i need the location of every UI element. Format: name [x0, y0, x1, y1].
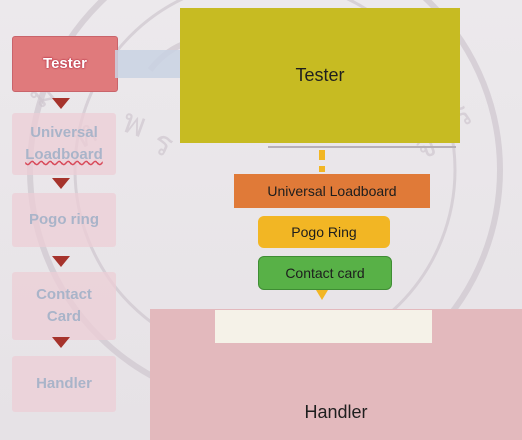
left-arrow-1: [52, 98, 70, 109]
left-step-tester-label: Tester: [43, 53, 87, 75]
pogo-ring-label: Pogo Ring: [291, 224, 356, 240]
dash-segment-1: [319, 150, 325, 160]
contact-card-bar: Contact card: [258, 256, 392, 290]
left-step-universal-loadboard: Universal Loadboard: [12, 113, 116, 175]
down-arrow-icon: [316, 290, 328, 300]
tester-connector: [115, 50, 180, 78]
left-step-tester: Tester: [12, 36, 118, 92]
left-step-loadboard-line2: Loadboard: [25, 144, 103, 166]
tester-block: Tester: [180, 8, 460, 143]
pogo-ring-bar: Pogo Ring: [258, 216, 390, 248]
left-step-pogo-ring: Pogo ring: [12, 193, 116, 247]
left-arrow-4: [52, 337, 70, 348]
contact-card-label: Contact card: [285, 265, 364, 281]
tester-shadow: [268, 146, 456, 148]
left-step-handler-label: Handler: [36, 373, 92, 395]
universal-loadboard-bar: Universal Loadboard: [234, 174, 430, 208]
handler-socket-area: [215, 310, 432, 343]
left-step-contact-line1: Contact: [36, 284, 92, 306]
left-arrow-3: [52, 256, 70, 267]
handler-block-label: Handler: [150, 402, 522, 423]
left-step-pogo-label: Pogo ring: [29, 209, 99, 231]
left-arrow-2: [52, 178, 70, 189]
left-step-contact-card: Contact Card: [12, 272, 116, 340]
universal-loadboard-label: Universal Loadboard: [267, 183, 396, 199]
left-step-loadboard-line1: Universal: [30, 122, 98, 144]
tester-block-label: Tester: [295, 65, 344, 86]
left-step-contact-line2: Card: [47, 306, 81, 328]
left-step-handler: Handler: [12, 356, 116, 412]
dash-segment-2: [319, 166, 325, 172]
